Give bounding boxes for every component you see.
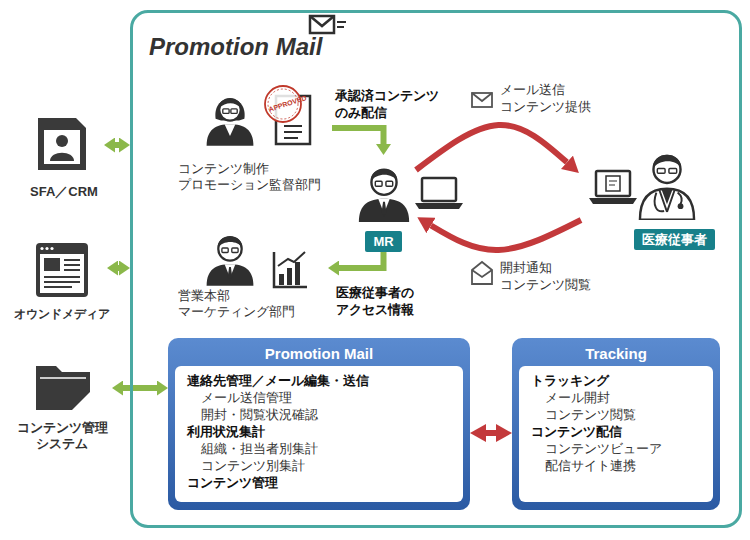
folder-icon — [36, 366, 90, 410]
chart-icon — [295, 262, 300, 285]
folder-icon — [36, 366, 90, 410]
feature-item: 開封・閲覧状況確認 — [201, 406, 453, 423]
feature-item: コンテンツ別集計 — [201, 457, 453, 474]
owned-media-icon — [44, 260, 80, 287]
department-group: 営業本部 マーケティング部門 — [172, 225, 328, 322]
open-envelope-icon — [472, 262, 492, 284]
laptop-icon — [415, 178, 463, 209]
connector-label: メール送信 コンテンツ提供 — [498, 80, 606, 116]
connector-label: 開封通知 コンテンツ閲覧 — [498, 258, 602, 294]
owned-media-icon — [50, 247, 53, 250]
connector-label: 承認済コンテンツ のみ配信 — [333, 86, 449, 122]
owned-media-icon — [45, 247, 48, 250]
approved-document — [265, 86, 310, 144]
feature-item: 組織・担当者別集計 — [201, 440, 453, 457]
feature-item: コンテンツ閲覧 — [545, 406, 703, 423]
chart-icon — [279, 274, 284, 285]
laptop-icon — [589, 171, 637, 204]
logo-envelope — [310, 16, 334, 26]
node-label: MR — [365, 231, 401, 252]
feature-heading: トラッキング — [531, 372, 703, 389]
node-label: コンテンツ管理 システム — [12, 420, 112, 452]
logo-envelope — [310, 16, 346, 33]
panel-body: トラッキングメール開封コンテンツ閲覧コンテンツ配信コンテンツビューア配信サイト連… — [519, 366, 713, 502]
logo-envelope — [337, 22, 346, 27]
laptop-icon — [589, 198, 637, 204]
feature-heading: 利用状況集計 — [187, 423, 453, 440]
mr-figure — [359, 169, 409, 222]
owned-media-icon — [40, 254, 84, 293]
crm-icon — [50, 153, 74, 161]
crm-icon — [38, 118, 86, 170]
feature-heading: 連絡先管理／メール編集・送信 — [187, 372, 453, 389]
feature-item: メール送信管理 — [201, 389, 453, 406]
system-icon: オウンドメディア — [16, 240, 108, 322]
block-arrow — [123, 385, 157, 391]
stamp-text: APPROVED — [268, 94, 308, 114]
block-arrow — [115, 142, 119, 148]
block-arrow — [332, 128, 384, 144]
curved-arrow — [431, 220, 581, 250]
panel-body: 連絡先管理／メール編集・送信メール送信管理開封・閲覧状況確認利用状況集計組織・担… — [175, 366, 463, 502]
department-group: コンテンツ制作 プロモーション監督部門 — [172, 85, 332, 195]
chart-icon — [274, 252, 307, 287]
doctor-figure — [640, 155, 694, 220]
role-badge: MR — [355, 155, 412, 252]
crm-icon — [56, 135, 68, 147]
node-label: SFA／CRM — [30, 184, 98, 200]
system-icon: SFA／CRM — [24, 115, 104, 200]
folder-icon — [40, 377, 86, 379]
owned-media-icon — [44, 258, 60, 271]
feature-item: メール開封 — [545, 389, 703, 406]
feature-heading: コンテンツ配信 — [531, 423, 703, 440]
feature-item: コンテンツビューア — [545, 440, 703, 457]
staff-figure — [207, 99, 254, 146]
approved-document — [284, 126, 302, 138]
block-arrow — [118, 265, 119, 271]
owned-media-icon — [40, 247, 43, 250]
crm-icon — [44, 130, 80, 164]
staff-figure — [207, 237, 254, 286]
chart-icon — [287, 268, 292, 285]
envelope-icon — [472, 93, 492, 107]
panel-heading: Tracking — [519, 342, 713, 366]
node-label: 営業本部 マーケティング部門 — [178, 288, 328, 320]
chart-icon — [274, 252, 307, 287]
panel-heading: Promotion Mail — [175, 342, 463, 366]
owned-media-icon — [36, 243, 88, 297]
laptop-icon — [415, 203, 463, 209]
open-envelope-icon — [472, 270, 492, 277]
node-label: コンテンツ制作 プロモーション監督部門 — [178, 161, 332, 193]
block-arrow — [486, 430, 496, 436]
folder-icon — [72, 392, 90, 410]
crm-icon — [38, 118, 86, 170]
block-arrow — [339, 252, 384, 268]
function-panel: Trackingトラッキングメール開封コンテンツ閲覧コンテンツ配信コンテンツビュ… — [512, 338, 720, 510]
feature-heading: コンテンツ管理 — [187, 474, 453, 491]
laptop-icon — [609, 181, 617, 185]
curved-arrow — [416, 125, 567, 170]
role-badge: 医療従事者 — [585, 140, 715, 250]
laptop-icon — [606, 176, 620, 191]
envelope-icon — [472, 93, 492, 101]
envelope-icon — [472, 93, 492, 107]
open-envelope-icon — [472, 262, 492, 284]
node-label: オウンドメディア — [14, 306, 110, 322]
laptop-icon — [596, 171, 630, 196]
connector-label: 医療従事者の アクセス情報 — [334, 283, 434, 319]
logo-envelope — [310, 16, 334, 33]
chart-icon — [278, 252, 305, 266]
laptop-icon — [422, 178, 456, 201]
function-panel: Promotion Mail連絡先管理／メール編集・送信メール送信管理開封・閲覧… — [168, 338, 470, 510]
node-label: 医療従事者 — [634, 229, 715, 250]
feature-item: 配信サイト連携 — [545, 457, 703, 474]
system-icon: コンテンツ管理 システム — [12, 362, 112, 452]
logo-title: Promotion Mail — [149, 33, 739, 61]
owned-media-icon — [36, 243, 88, 297]
